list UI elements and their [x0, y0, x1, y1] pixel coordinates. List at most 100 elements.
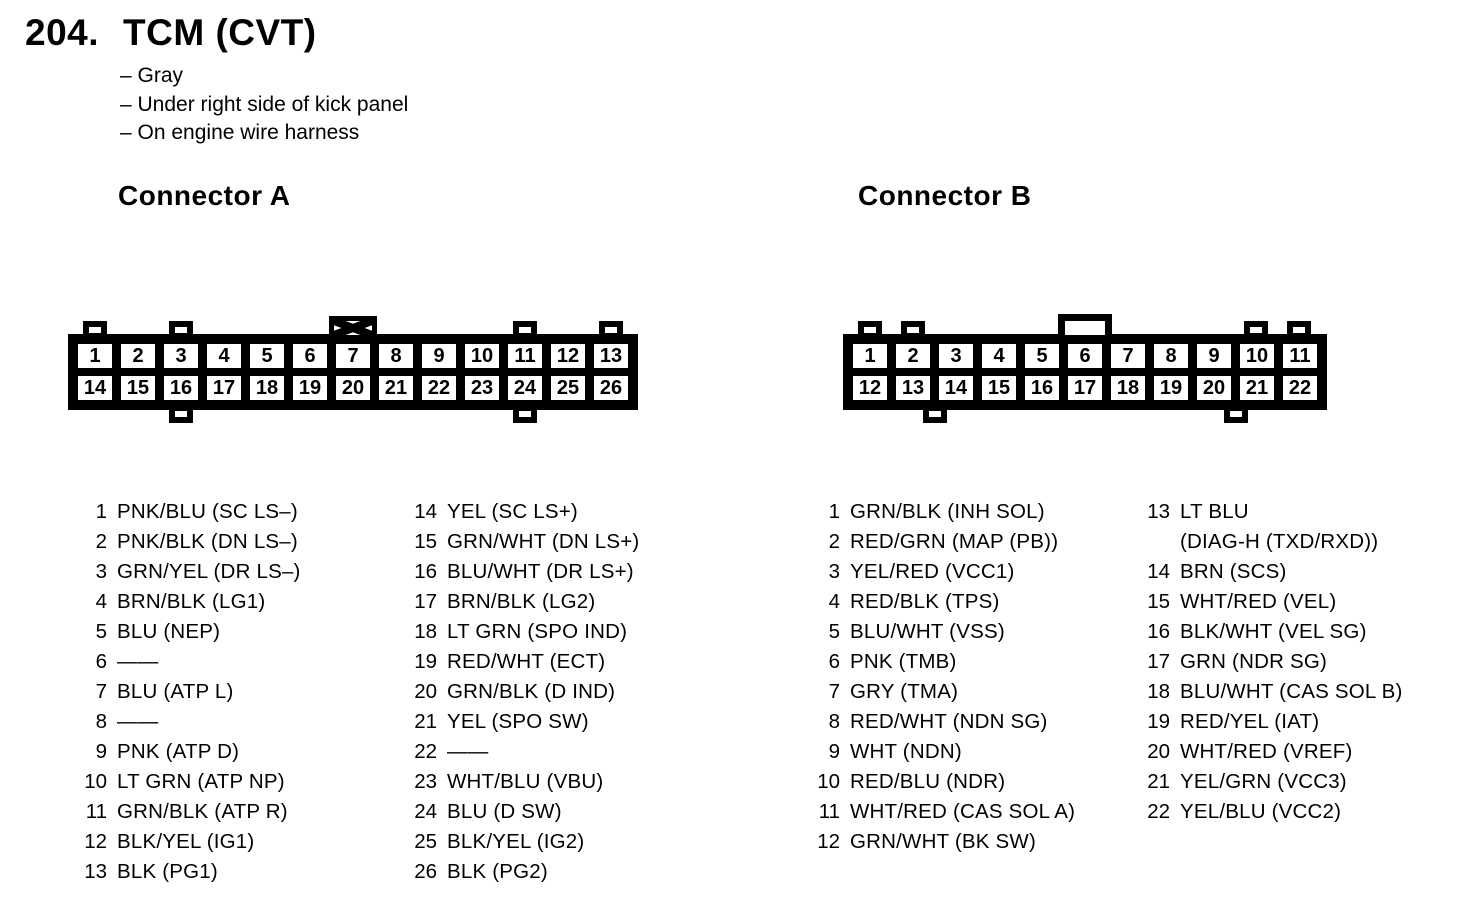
- mount-tab: [901, 321, 925, 339]
- pin-number: 8: [828, 710, 840, 733]
- pin-label: RED/WHT (NDN SG): [850, 710, 1048, 733]
- pin-label: YEL/BLU (VCC2): [1180, 800, 1342, 823]
- pin-cell: 21: [379, 376, 413, 400]
- pin-row: 20 WHT/RED (VREF): [1142, 737, 1403, 767]
- pin-row: 9 PNK (ATP D): [79, 737, 301, 767]
- pin-row: 11 GRN/BLK (ATP R): [79, 797, 301, 827]
- pin-row: 16 BLK/WHT (VEL SG): [1142, 617, 1403, 647]
- pin-cell: 23: [465, 376, 499, 400]
- pin-label: BLU (ATP L): [117, 680, 234, 703]
- pin-row: 23 WHT/BLU (VBU): [409, 767, 639, 797]
- pin-row: 12 GRN/WHT (BK SW): [812, 827, 1075, 857]
- pin-number: 1: [95, 500, 107, 523]
- note-line: – Under right side of kick panel: [120, 92, 409, 116]
- pin-row: 6 PNK (TMB): [812, 647, 1075, 677]
- pin-number: 5: [828, 620, 840, 643]
- pin-number: 24: [414, 800, 437, 823]
- pin-cell: 6: [293, 344, 327, 368]
- pin-row: 20 GRN/BLK (D IND): [409, 677, 639, 707]
- pin-row: 8 RED/WHT (NDN SG): [812, 707, 1075, 737]
- pin-number: 3: [95, 560, 107, 583]
- note-line: – Gray: [120, 64, 184, 87]
- pin-number: 9: [95, 740, 107, 763]
- pin-number: 13: [84, 860, 107, 883]
- pin-cell: 7: [1111, 344, 1145, 368]
- pin-label: PNK (ATP D): [117, 740, 240, 763]
- pin-label: BRN (SCS): [1180, 560, 1287, 583]
- pin-number: 1: [828, 500, 840, 523]
- pin-label: YEL/RED (VCC1): [850, 560, 1015, 583]
- pin-row: 6 ——: [79, 647, 301, 677]
- pin-cell: 1: [853, 344, 887, 368]
- pin-label: LT GRN (ATP NP): [117, 770, 285, 793]
- pin-label: BRN/BLK (LG1): [117, 590, 266, 613]
- pin-cell: 2: [121, 344, 155, 368]
- pin-number: 12: [84, 830, 107, 853]
- pin-row: 10 LT GRN (ATP NP): [79, 767, 301, 797]
- pin-row: 15 GRN/WHT (DN LS+): [409, 527, 639, 557]
- pin-row: 11 WHT/RED (CAS SOL A): [812, 797, 1075, 827]
- pin-number: 25: [414, 830, 437, 853]
- pin-cell: 9: [422, 344, 456, 368]
- pin-label: GRY (TMA): [850, 680, 959, 703]
- pin-label: WHT (NDN): [850, 740, 962, 763]
- pin-cell: 10: [465, 344, 499, 368]
- page-title: 204.TCM (CVT): [25, 12, 317, 54]
- pin-number: 10: [817, 770, 840, 793]
- mount-tab: [169, 321, 193, 339]
- mount-tab: [83, 321, 107, 339]
- pin-cell: 13: [896, 376, 930, 400]
- pin-number: 14: [414, 500, 437, 523]
- pin-row: 18 BLU/WHT (CAS SOL B): [1142, 677, 1403, 707]
- pin-row: 8 ——: [79, 707, 301, 737]
- pin-row: 1 GRN/BLK (INH SOL): [812, 497, 1075, 527]
- mount-tab: [169, 405, 193, 423]
- pin-number: 22: [1147, 800, 1170, 823]
- pin-row: 22 YEL/BLU (VCC2): [1142, 797, 1403, 827]
- pin-row: 5 BLU/WHT (VSS): [812, 617, 1075, 647]
- pin-cell: 16: [1025, 376, 1059, 400]
- pin-row: 4 RED/BLK (TPS): [812, 587, 1075, 617]
- pin-number: 4: [95, 590, 107, 613]
- pin-number: 19: [414, 650, 437, 673]
- pin-number: 23: [414, 770, 437, 793]
- pin-number: 7: [95, 680, 107, 703]
- pin-cell: 24: [508, 376, 542, 400]
- pin-number: 6: [828, 650, 840, 673]
- pin-label: RED/GRN (MAP (PB)): [850, 530, 1059, 553]
- pin-row: 14 BRN (SCS): [1142, 557, 1403, 587]
- pin-label: BLK (PG1): [117, 860, 218, 883]
- pin-number: 2: [828, 530, 840, 553]
- pin-row: 13 BLK (PG1): [79, 857, 301, 887]
- pin-cell: 17: [1068, 376, 1102, 400]
- connector-a-pin-list-left: 1 PNK/BLU (SC LS–) 2 PNK/BLK (DN LS–) 3 …: [79, 497, 301, 887]
- pin-label: RED/WHT (ECT): [447, 650, 606, 673]
- pin-cell: 16: [164, 376, 198, 400]
- pin-label: YEL (SPO SW): [447, 710, 589, 733]
- pin-cell: 19: [1154, 376, 1188, 400]
- pin-label: GRN/WHT (BK SW): [850, 830, 1036, 853]
- pin-row: 25 BLK/YEL (IG2): [409, 827, 639, 857]
- pin-row: 3 GRN/YEL (DR LS–): [79, 557, 301, 587]
- pin-number: 12: [817, 830, 840, 853]
- pin-row: 12 BLK/YEL (IG1): [79, 827, 301, 857]
- pin-row: 7 GRY (TMA): [812, 677, 1075, 707]
- pin-label: GRN/BLK (D IND): [447, 680, 616, 703]
- pin-number: 8: [95, 710, 107, 733]
- pin-cell: 6: [1068, 344, 1102, 368]
- pin-number: 14: [1147, 560, 1170, 583]
- pin-number: 13: [1147, 500, 1170, 523]
- pin-label: GRN/WHT (DN LS+): [447, 530, 640, 553]
- pin-cell: 15: [982, 376, 1016, 400]
- pin-label: PNK/BLU (SC LS–): [117, 500, 298, 523]
- mount-tab: [923, 405, 947, 423]
- pin-row: 13 LT BLU (DIAG-H (TXD/RXD)): [1142, 497, 1403, 557]
- pin-cell: 4: [207, 344, 241, 368]
- connector-b-heading: Connector B: [858, 180, 1032, 211]
- pin-row: 3 YEL/RED (VCC1): [812, 557, 1075, 587]
- pin-cell: 9: [1197, 344, 1231, 368]
